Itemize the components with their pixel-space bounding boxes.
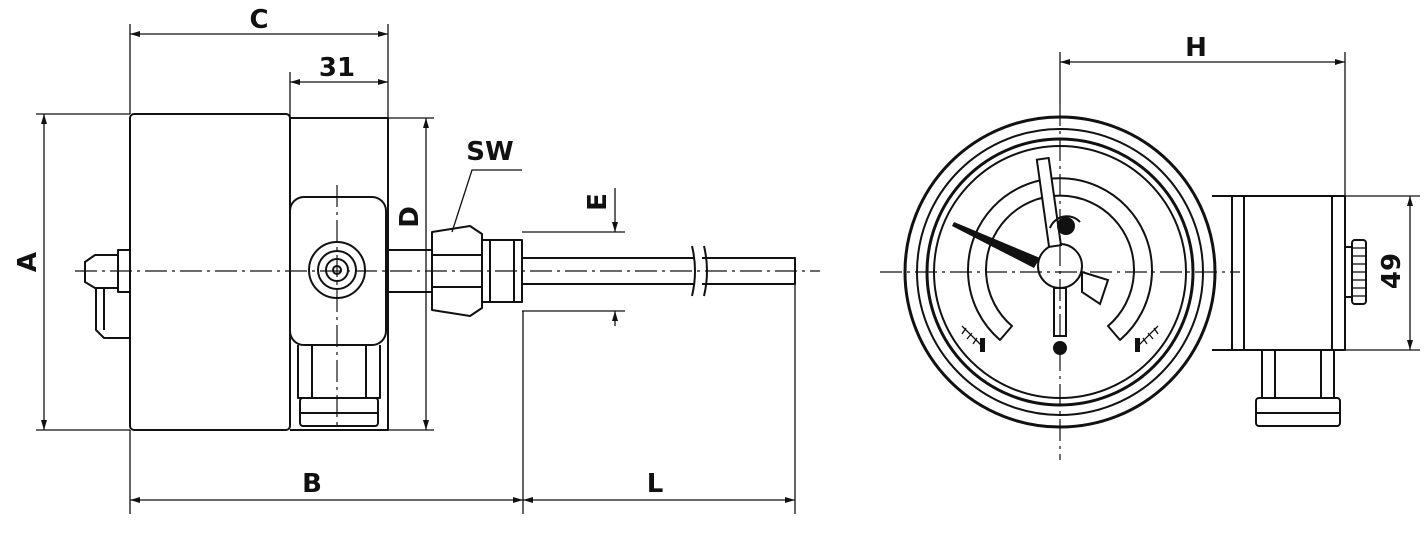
dim-label-B: B bbox=[302, 469, 322, 499]
dim-label-E: E bbox=[583, 193, 613, 211]
hex-nut bbox=[431, 225, 483, 317]
dim-label-H: H bbox=[1185, 33, 1207, 63]
dim-label-31: 31 bbox=[319, 53, 355, 83]
dim-label-D: D bbox=[395, 206, 425, 228]
contact-paddle bbox=[1081, 270, 1110, 306]
front-dimensions bbox=[1059, 52, 1420, 351]
side-view bbox=[75, 113, 820, 431]
pointer-needle bbox=[952, 222, 1040, 268]
side-dimensions bbox=[36, 24, 796, 514]
front-cable-connector bbox=[1261, 350, 1335, 399]
dial-window bbox=[967, 177, 1153, 341]
gauge-case bbox=[129, 113, 291, 431]
adjust-knob bbox=[1344, 246, 1353, 298]
scale-ticks bbox=[961, 325, 1159, 352]
dim-label-A: A bbox=[13, 252, 43, 272]
dim-label-L: L bbox=[647, 469, 664, 499]
front-view bbox=[880, 104, 1367, 460]
contact-arm-upper bbox=[1035, 156, 1063, 248]
dim-label-C: C bbox=[249, 5, 268, 35]
cable-connector bbox=[297, 345, 381, 399]
dim-label-SW: SW bbox=[466, 137, 513, 167]
dim-label-49: 49 bbox=[1377, 253, 1407, 289]
